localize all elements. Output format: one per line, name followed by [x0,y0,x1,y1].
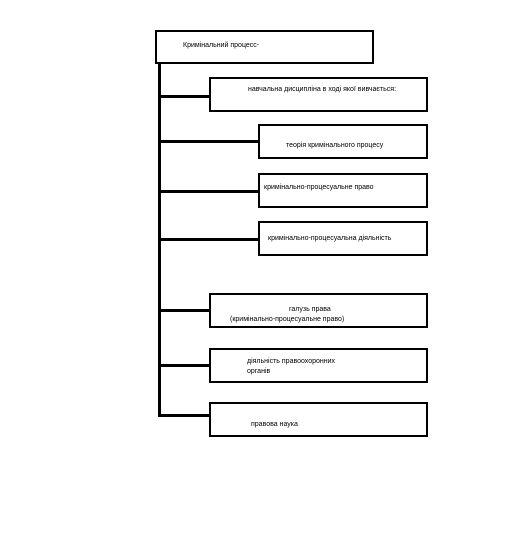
connector-branch-3 [158,190,259,193]
child-node-6-label-line2: органів [247,368,271,375]
connector-branch-6 [158,364,210,367]
connector-branch-7 [158,414,210,417]
child-node-2: теорія кримінального процесу [258,124,428,159]
child-node-1: навчальна дисципліна в ході якої вивчаєт… [209,77,428,112]
child-node-5-label-line2: (кримінально-процесуальне право) [230,316,345,323]
child-node-7: правова наука [209,402,428,437]
child-node-1-label: навчальна дисципліна в ході якої вивчаєт… [248,86,397,93]
child-node-6: діяльність правоохоронних органів [209,348,428,383]
child-node-5: галузь права (кримінально-процесуальне п… [209,293,428,328]
child-node-4: кримінально-процесуальна діяльність [258,221,428,256]
root-node-label: Кримінальний процесс- [183,42,260,49]
child-node-3: кримінально-процесуальне право [258,173,428,208]
child-node-6-label-line1: діяльність правоохоронних [247,358,336,365]
connector-branch-4 [158,238,259,241]
child-node-2-label: теорія кримінального процесу [286,142,384,149]
root-node: Кримінальний процесс- [155,30,374,64]
child-node-4-label: кримінально-процесуальна діяльність [268,235,392,242]
child-node-3-label: кримінально-процесуальне право [264,184,374,191]
child-node-7-label: правова наука [251,421,298,428]
connector-branch-1 [158,95,210,98]
connector-branch-5 [158,309,210,312]
connector-branch-2 [158,140,259,143]
child-node-5-label-line1: галузь права [289,306,331,313]
